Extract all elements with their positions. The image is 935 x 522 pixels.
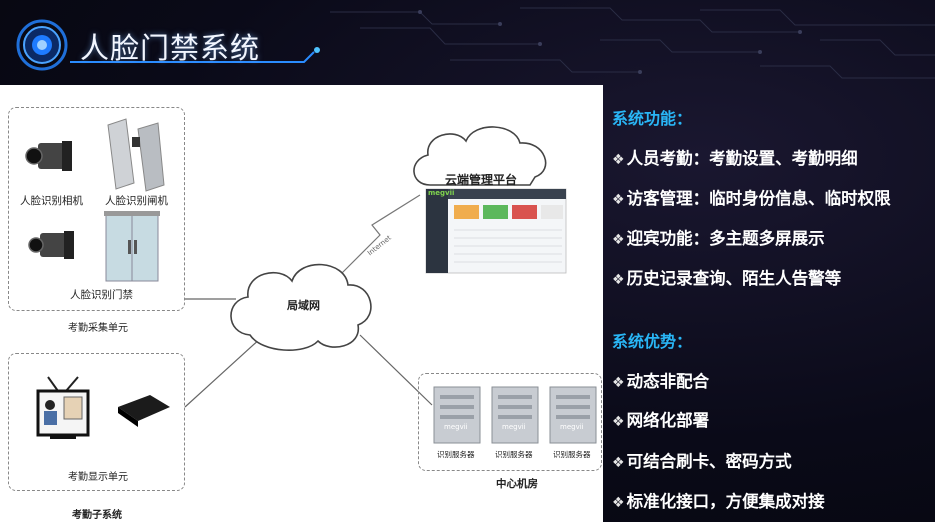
server-label: 识别服务器: [495, 450, 533, 459]
advantage-item: ❖动态非配合: [612, 372, 710, 391]
glass-door-icon: [104, 211, 160, 282]
display-tv-icon: [36, 376, 90, 439]
face-camera-icon: [25, 141, 72, 171]
bullet-diamond-icon: ❖: [612, 375, 625, 391]
advantage-item: ❖网络化部署: [612, 411, 710, 430]
collect-unit-label: 考勤采集单元: [68, 323, 128, 334]
bullet-diamond-icon: ❖: [612, 272, 625, 288]
bullet-diamond-icon: ❖: [612, 192, 625, 208]
title-decoration: [16, 19, 320, 71]
collect-unit-group: [8, 107, 185, 311]
network-diagram: [25, 118, 597, 444]
datacenter-group: [418, 373, 602, 471]
server-label: 识别服务器: [553, 450, 591, 459]
bullet-diamond-icon: ❖: [612, 414, 625, 430]
server-brand-label: megvii: [502, 423, 526, 431]
door-label: 人脸识别门禁: [70, 289, 133, 301]
set-top-box-icon: [118, 395, 170, 427]
link-lan-cloud: [334, 194, 421, 281]
bullet-diamond-icon: ❖: [612, 232, 625, 248]
datacenter-label: 中心机房: [496, 478, 538, 490]
advantage-item: ❖标准化接口，方便集成对接: [612, 492, 825, 511]
advantage-item: ❖可结合刷卡、密码方式: [612, 452, 792, 471]
function-item: ❖迎宾功能：多主题多屏展示: [612, 229, 825, 248]
functions-heading: 系统功能：: [612, 109, 693, 128]
lan-cloud-icon: [230, 263, 372, 351]
function-item: ❖访客管理：临时身份信息、临时权限: [612, 189, 891, 208]
brand-label: megvii: [428, 189, 455, 197]
gate-label: 人脸识别闸机: [105, 195, 168, 207]
advantages-heading: 系统优势：: [612, 332, 693, 351]
bullet-diamond-icon: ❖: [612, 455, 625, 471]
page-title: 人脸门禁系统: [80, 31, 261, 65]
diagram-panel: 人脸识别相机 人脸识别闸机 人脸识别门禁 考勤采集单元 考勤显示单元 考勤子系统…: [0, 85, 603, 522]
server-label: 识别服务器: [437, 450, 475, 459]
display-unit-group: [8, 353, 185, 491]
title-bar: 人脸门禁系统: [14, 18, 344, 72]
lan-label: 局域网: [287, 299, 320, 312]
function-item: ❖人员考勤：考勤设置、考勤明细: [612, 149, 858, 168]
cloud-label: 云端管理平台: [445, 173, 518, 187]
platform-dashboard: [425, 188, 567, 274]
function-item: ❖历史记录查询、陌生人告警等: [612, 269, 842, 288]
server-brand-label: megvii: [560, 423, 584, 431]
platform-cloud-icon: [413, 126, 547, 186]
server-icon: [433, 386, 481, 444]
camera-label: 人脸识别相机: [20, 195, 83, 207]
features-panel: 系统功能： ❖人员考勤：考勤设置、考勤明细 ❖访客管理：临时身份信息、临时权限 …: [603, 85, 935, 522]
server-icon: [491, 386, 539, 444]
subsystem-label: 考勤子系统: [72, 510, 122, 521]
face-gate-icon: [107, 118, 165, 192]
display-unit-label: 考勤显示单元: [68, 472, 128, 483]
link-display-lan: [184, 336, 263, 408]
bullet-diamond-icon: ❖: [612, 495, 625, 511]
face-door-camera-icon: [28, 231, 74, 259]
server-brand-label: megvii: [444, 423, 468, 431]
bullet-diamond-icon: ❖: [612, 152, 625, 168]
server-icon: [549, 386, 597, 444]
link-lan-datacenter: [359, 334, 433, 406]
